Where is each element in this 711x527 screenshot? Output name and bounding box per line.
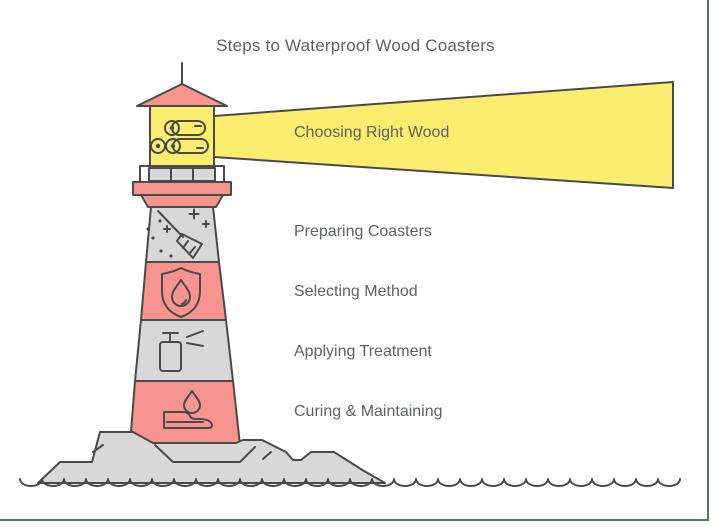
spray-bottle-icon — [159, 330, 204, 372]
step-label-choosing-wood: Choosing Right Wood — [294, 124, 450, 141]
tower-band-preparing — [145, 206, 220, 263]
lantern-room — [149, 105, 215, 171]
shield-waterdrop-icon — [161, 267, 201, 318]
step-label-curing-maintaining: Curing & Maintaining — [294, 403, 443, 420]
page-title: Steps to Waterproof Wood Coasters — [216, 36, 495, 55]
tower-band-curing — [129, 380, 241, 446]
gallery-deck — [132, 181, 232, 208]
tower-band-selecting — [140, 261, 227, 321]
broom-sparkles-icon — [146, 208, 210, 259]
gallery-railing — [139, 165, 225, 183]
lighthouse-roof — [136, 62, 228, 107]
tower-band-applying — [134, 319, 234, 382]
waterdrop-wipe-icon — [163, 390, 213, 429]
wood-logs-icon — [150, 120, 209, 154]
step-label-selecting-method: Selecting Method — [294, 283, 418, 300]
step-label-applying-treatment: Applying Treatment — [294, 343, 432, 360]
step-label-preparing-coasters: Preparing Coasters — [294, 223, 432, 240]
rocks — [37, 431, 386, 484]
waves — [19, 478, 681, 487]
